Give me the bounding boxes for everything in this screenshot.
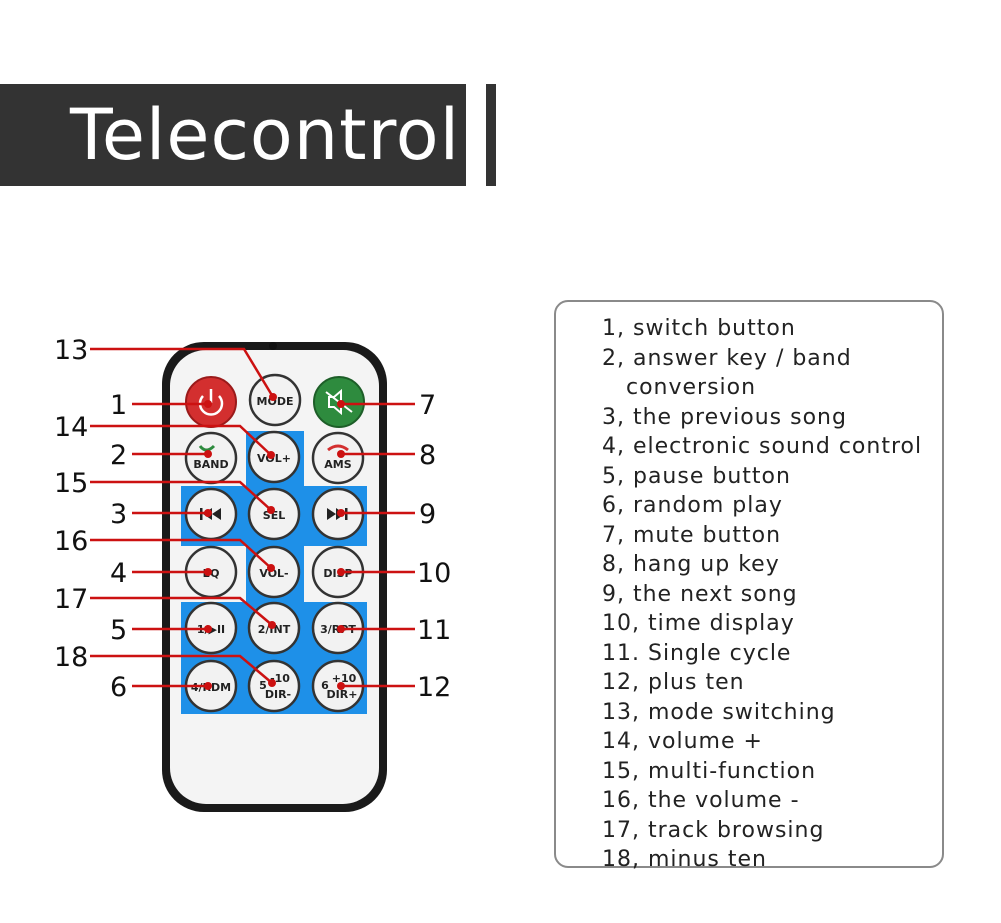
band-button[interactable]: BAND — [184, 431, 238, 485]
vol-plus-button-label: VOL+ — [257, 452, 291, 465]
legend-item: 9, the next song — [602, 581, 798, 607]
callout-8: 8 — [419, 440, 436, 471]
remote-diagram: MODE BAND VOL+ AMS SEL — [54, 335, 451, 812]
title-accent-bar — [486, 84, 496, 186]
legend-item: 4, electronic sound control — [602, 434, 923, 459]
callout-17: 17 — [54, 584, 88, 615]
callout-15: 15 — [54, 468, 88, 499]
leader-lines — [90, 347, 415, 688]
legend-item: 7, mute button — [602, 522, 782, 548]
btn5-bottom-label: DIR- — [265, 688, 291, 701]
callout-9: 9 — [419, 499, 436, 530]
callout-10: 10 — [417, 558, 451, 589]
legend-item-continuation: conversion — [626, 375, 757, 400]
legend-item: 1, switch button — [602, 316, 796, 341]
callout-7: 7 — [419, 390, 436, 421]
btn6-top-label: +10 — [332, 672, 357, 685]
page-title: Telecontrol — [70, 94, 461, 176]
title-banner: Telecontrol — [0, 84, 466, 186]
btn2-label: 2/INT — [258, 623, 291, 636]
hangup-phone-icon — [327, 444, 349, 452]
callout-14: 14 — [54, 412, 88, 443]
callout-16: 16 — [54, 526, 88, 557]
legend-box: 1, switch button 2, answer key / band co… — [554, 300, 944, 872]
callout-5: 5 — [110, 615, 127, 646]
band-button-label: BAND — [193, 458, 228, 471]
vol-minus-button-label: VOL- — [259, 567, 288, 580]
legend-item: 17, track browsing — [602, 817, 825, 843]
legend-item: 10, time display — [602, 611, 795, 636]
callout-18: 18 — [54, 642, 88, 673]
mode-button-label: MODE — [257, 395, 294, 408]
ams-button-label: AMS — [324, 458, 351, 471]
btn6-number: 6 — [321, 679, 329, 692]
callout-12: 12 — [417, 672, 451, 703]
power-icon — [198, 395, 224, 416]
callout-1: 1 — [110, 390, 127, 421]
legend-item: 16, the volume - — [602, 788, 800, 813]
legend-item: 2, answer key / band — [602, 345, 852, 371]
legend-item: 15, multi-function — [602, 758, 817, 784]
legend-item: 12, plus ten — [602, 670, 745, 695]
callout-13: 13 — [54, 335, 88, 366]
callout-4: 4 — [110, 558, 127, 589]
btn6-bottom-label: DIR+ — [327, 688, 358, 701]
legend-item: 13, mode switching — [602, 699, 836, 725]
ams-button[interactable]: AMS — [311, 431, 365, 485]
legend-item: 14, volume + — [602, 729, 763, 754]
ir-emitter — [269, 342, 277, 350]
legend-item: 5, pause button — [602, 463, 791, 489]
legend-item: 11. Single cycle — [602, 640, 792, 666]
callout-2: 2 — [110, 440, 127, 471]
legend-item: 18, minus ten — [602, 847, 767, 872]
answer-phone-icon — [198, 444, 216, 452]
legend-list: 1, switch button 2, answer key / band co… — [602, 314, 922, 875]
callout-11: 11 — [417, 615, 451, 646]
legend-item: 8, hang up key — [602, 552, 780, 577]
legend-item: 3, the previous song — [602, 404, 847, 430]
callout-3: 3 — [110, 499, 127, 530]
leader-dots — [204, 393, 345, 690]
callout-6: 6 — [110, 672, 127, 703]
legend-item: 6, random play — [602, 493, 783, 518]
btn5-number: 5 — [259, 679, 267, 692]
